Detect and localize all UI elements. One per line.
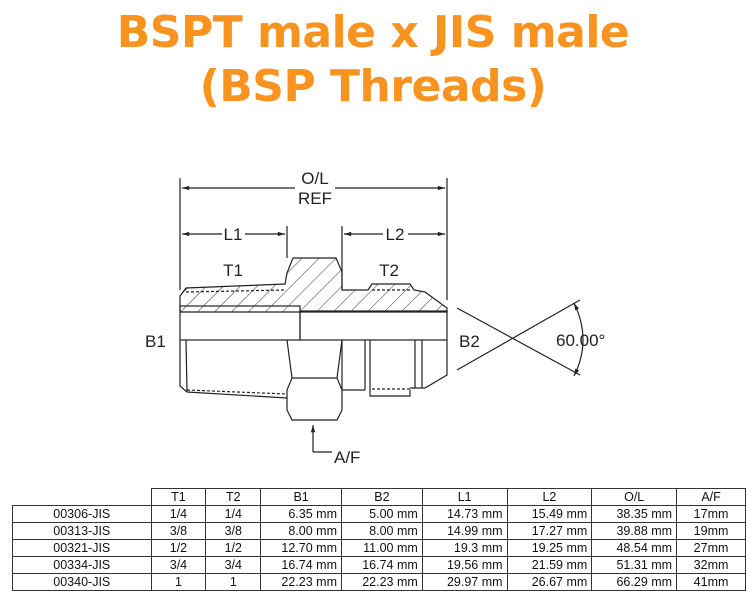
length1-label: L1	[224, 225, 243, 244]
bore1-label: B1	[145, 332, 166, 351]
part-number: 00334-JIS	[12, 556, 152, 574]
cell-af: 41mm	[676, 573, 746, 591]
header-t1: T1	[150, 488, 207, 506]
part-number: 00306-JIS	[12, 505, 152, 523]
cell-t2: 3/8	[205, 522, 262, 540]
cell-t2: 1	[205, 573, 262, 591]
cell-b1: 12.70 mm	[260, 539, 342, 557]
title-line-2: (BSP Threads)	[199, 61, 547, 112]
table-row: 00334-JIS 3/4 3/4 16.74 mm 16.74 mm 19.5…	[12, 556, 746, 574]
header-l1: L1	[421, 488, 508, 506]
cell-b2: 5.00 mm	[341, 505, 423, 523]
cell-ol: 39.88 mm	[591, 522, 678, 540]
reference-label: REF	[298, 189, 332, 208]
cell-l2: 19.25 mm	[506, 539, 593, 557]
cell-l1: 29.97 mm	[421, 573, 508, 591]
cell-b1: 16.74 mm	[260, 556, 342, 574]
header-ol: O/L	[591, 488, 678, 506]
header-l2: L2	[506, 488, 593, 506]
cell-af: 32mm	[676, 556, 746, 574]
cell-af: 19mm	[676, 522, 746, 540]
cell-t1: 3/8	[150, 522, 207, 540]
cell-t1: 3/4	[150, 556, 207, 574]
cell-ol: 51.31 mm	[591, 556, 678, 574]
cell-l1: 14.73 mm	[421, 505, 508, 523]
cell-l2: 15.49 mm	[506, 505, 593, 523]
fitting-technical-drawing: O/L REF L1 L2 T1 T2 B1 B2 A/F 60.00°	[145, 169, 605, 467]
page-title: BSPT male x JIS male (BSP Threads)	[0, 6, 746, 114]
length2-label: L2	[386, 225, 405, 244]
cell-t1: 1	[150, 573, 207, 591]
cell-l1: 19.3 mm	[421, 539, 508, 557]
part-number: 00340-JIS	[12, 573, 152, 591]
angle-label: 60.00°	[556, 331, 605, 350]
part-number: 00313-JIS	[12, 522, 152, 540]
cell-af: 27mm	[676, 539, 746, 557]
cell-l2: 26.67 mm	[506, 573, 593, 591]
cell-b1: 22.23 mm	[260, 573, 342, 591]
header-t2: T2	[205, 488, 262, 506]
table-header-row: T1 T2 B1 B2 L1 L2 O/L A/F	[12, 488, 746, 506]
table-row: 00321-JIS 1/2 1/2 12.70 mm 11.00 mm 19.3…	[12, 539, 746, 557]
cell-l2: 17.27 mm	[506, 522, 593, 540]
header-part-number	[12, 488, 152, 506]
cell-af: 17mm	[676, 505, 746, 523]
cell-ol: 66.29 mm	[591, 573, 678, 591]
cell-ol: 38.35 mm	[591, 505, 678, 523]
cell-t1: 1/2	[150, 539, 207, 557]
dimensions-table: T1 T2 B1 B2 L1 L2 O/L A/F 00306-JIS 1/4 …	[12, 488, 746, 591]
table-row: 00306-JIS 1/4 1/4 6.35 mm 5.00 mm 14.73 …	[12, 505, 746, 523]
cell-b2: 16.74 mm	[341, 556, 423, 574]
header-b2: B2	[341, 488, 423, 506]
across-flats-label: A/F	[334, 448, 360, 467]
cell-b1: 8.00 mm	[260, 522, 342, 540]
cell-b2: 8.00 mm	[341, 522, 423, 540]
cell-l2: 21.59 mm	[506, 556, 593, 574]
part-number: 00321-JIS	[12, 539, 152, 557]
cell-b2: 11.00 mm	[341, 539, 423, 557]
cell-l1: 14.99 mm	[421, 522, 508, 540]
cell-t2: 1/2	[205, 539, 262, 557]
thread1-label: T1	[223, 261, 243, 280]
cell-t2: 3/4	[205, 556, 262, 574]
title-line-1: BSPT male x JIS male	[116, 7, 630, 58]
cell-l1: 19.56 mm	[421, 556, 508, 574]
overall-length-label: O/L	[301, 169, 328, 188]
table-row: 00313-JIS 3/8 3/8 8.00 mm 8.00 mm 14.99 …	[12, 522, 746, 540]
table-row: 00340-JIS 1 1 22.23 mm 22.23 mm 29.97 mm…	[12, 573, 746, 591]
header-af: A/F	[676, 488, 746, 506]
bore2-label: B2	[459, 332, 480, 351]
cell-t1: 1/4	[150, 505, 207, 523]
cell-b2: 22.23 mm	[341, 573, 423, 591]
cell-b1: 6.35 mm	[260, 505, 342, 523]
cell-ol: 48.54 mm	[591, 539, 678, 557]
thread2-label: T2	[379, 261, 399, 280]
cell-t2: 1/4	[205, 505, 262, 523]
header-b1: B1	[260, 488, 342, 506]
